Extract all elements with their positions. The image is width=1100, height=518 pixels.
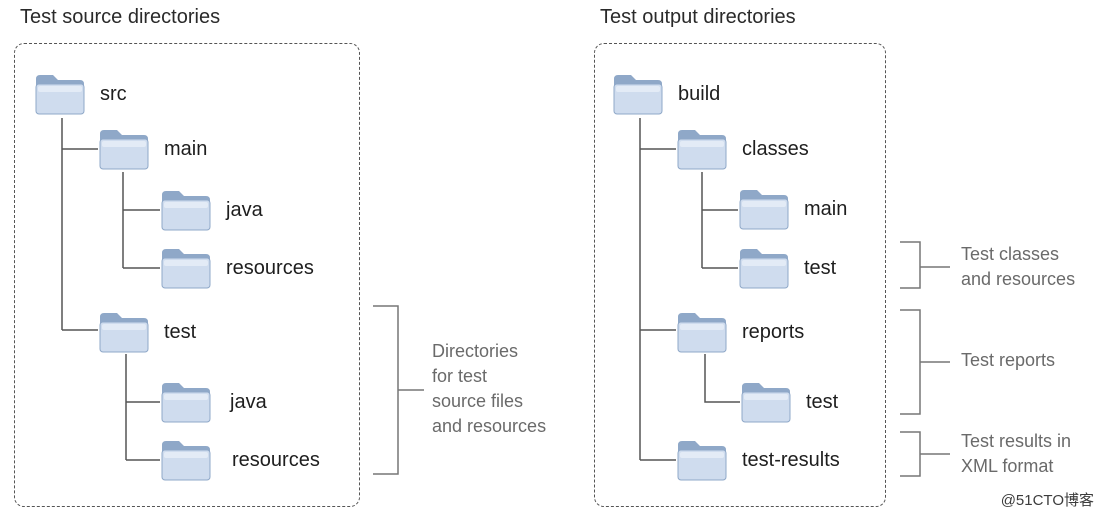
- folder-label-test-resources: resources: [232, 449, 320, 471]
- folder-icon: [35, 75, 85, 115]
- folder-label-main-resources: resources: [226, 257, 314, 279]
- folder-icon: [99, 130, 149, 170]
- annotation-line: XML format: [961, 456, 1054, 476]
- annotation-test-reports: Test reports: [961, 348, 1055, 373]
- folder-icon: [677, 313, 727, 353]
- folder-icon: [741, 383, 791, 423]
- folder-icon: [161, 383, 211, 423]
- annotation-line: and resources: [961, 269, 1076, 289]
- annotation-line: Test classes: [961, 244, 1060, 264]
- folder-icon: [677, 441, 727, 481]
- folder-icon: [99, 313, 149, 353]
- bracket-test-reports: [900, 309, 950, 415]
- folder-label-reports: reports: [742, 321, 805, 343]
- watermark: @51CTO博客: [1000, 492, 1094, 509]
- annotation-line: for test: [432, 366, 488, 386]
- folder-label-test-results: test-results: [742, 449, 840, 471]
- folder-label-classes-main: main: [804, 198, 848, 220]
- folder-icon: [739, 249, 789, 289]
- folder-label-classes: classes: [742, 138, 809, 160]
- output-panel: [594, 43, 886, 507]
- folder-icon: [677, 130, 727, 170]
- annotation-line: Test reports: [961, 350, 1056, 370]
- folder-icon: [161, 191, 211, 231]
- folder-icon: [161, 249, 211, 289]
- folder-icon: [161, 441, 211, 481]
- source-panel: [14, 43, 360, 507]
- folder-label-src: src: [100, 83, 127, 105]
- bracket-test-results: [900, 431, 950, 477]
- source-panel-title: Test source directories: [20, 6, 221, 28]
- annotation-line: Directories: [432, 341, 519, 361]
- annotation-test-classes: Test classes and resources: [961, 242, 1075, 292]
- bracket-test-classes: [900, 241, 950, 289]
- annotation-line: Test results in: [961, 431, 1072, 451]
- folder-label-reports-test: test: [806, 391, 839, 413]
- folder-label-classes-test: test: [804, 257, 837, 279]
- annotation-line: and resources: [432, 416, 547, 436]
- folder-label-main-java: java: [226, 199, 263, 221]
- folder-icon: [613, 75, 663, 115]
- folder-label-main: main: [164, 138, 208, 160]
- folder-label-test: test: [164, 321, 197, 343]
- folder-icon: [739, 190, 789, 230]
- annotation-source-files: Directories for test source files and re…: [432, 339, 546, 439]
- annotation-line: source files: [432, 391, 524, 411]
- annotation-test-results: Test results in XML format: [961, 429, 1071, 479]
- bracket-source-files: [373, 305, 424, 475]
- folder-label-test-java: java: [230, 391, 267, 413]
- folder-label-build: build: [678, 83, 721, 105]
- output-panel-title: Test output directories: [600, 6, 796, 28]
